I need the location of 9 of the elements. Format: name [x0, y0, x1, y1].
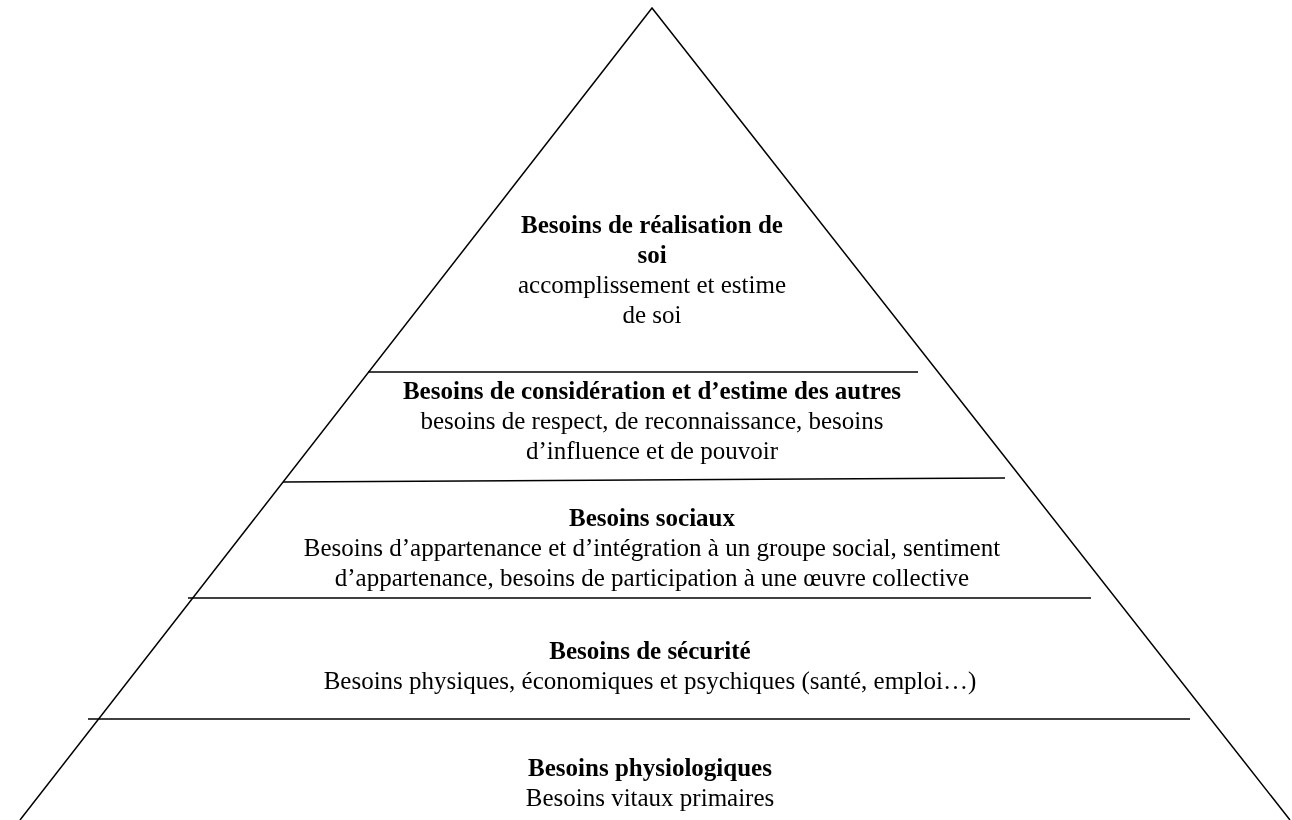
level-description: Besoins d’appartenance et d’intégration à un groupe social, sentiment d’appartenance, besoins de participation à une œuvre collective	[302, 533, 1002, 593]
level-title: Besoins de considération et d’estime des autres	[401, 376, 903, 406]
level-title: Besoins sociaux	[568, 503, 736, 533]
level-title: Besoins physiologiques	[527, 753, 773, 783]
level-title: Besoins de sécurité	[548, 636, 752, 666]
level-description: Besoins vitaux primaires	[524, 783, 776, 813]
level-description: Besoins physiques, économiques et psychiques (santé, emploi…)	[322, 666, 978, 696]
level-description: besoins de respect, de reconnaissance, besoins d’influence et de pouvoir	[419, 406, 885, 466]
level-description: accomplissement et estime de soi	[517, 270, 787, 330]
